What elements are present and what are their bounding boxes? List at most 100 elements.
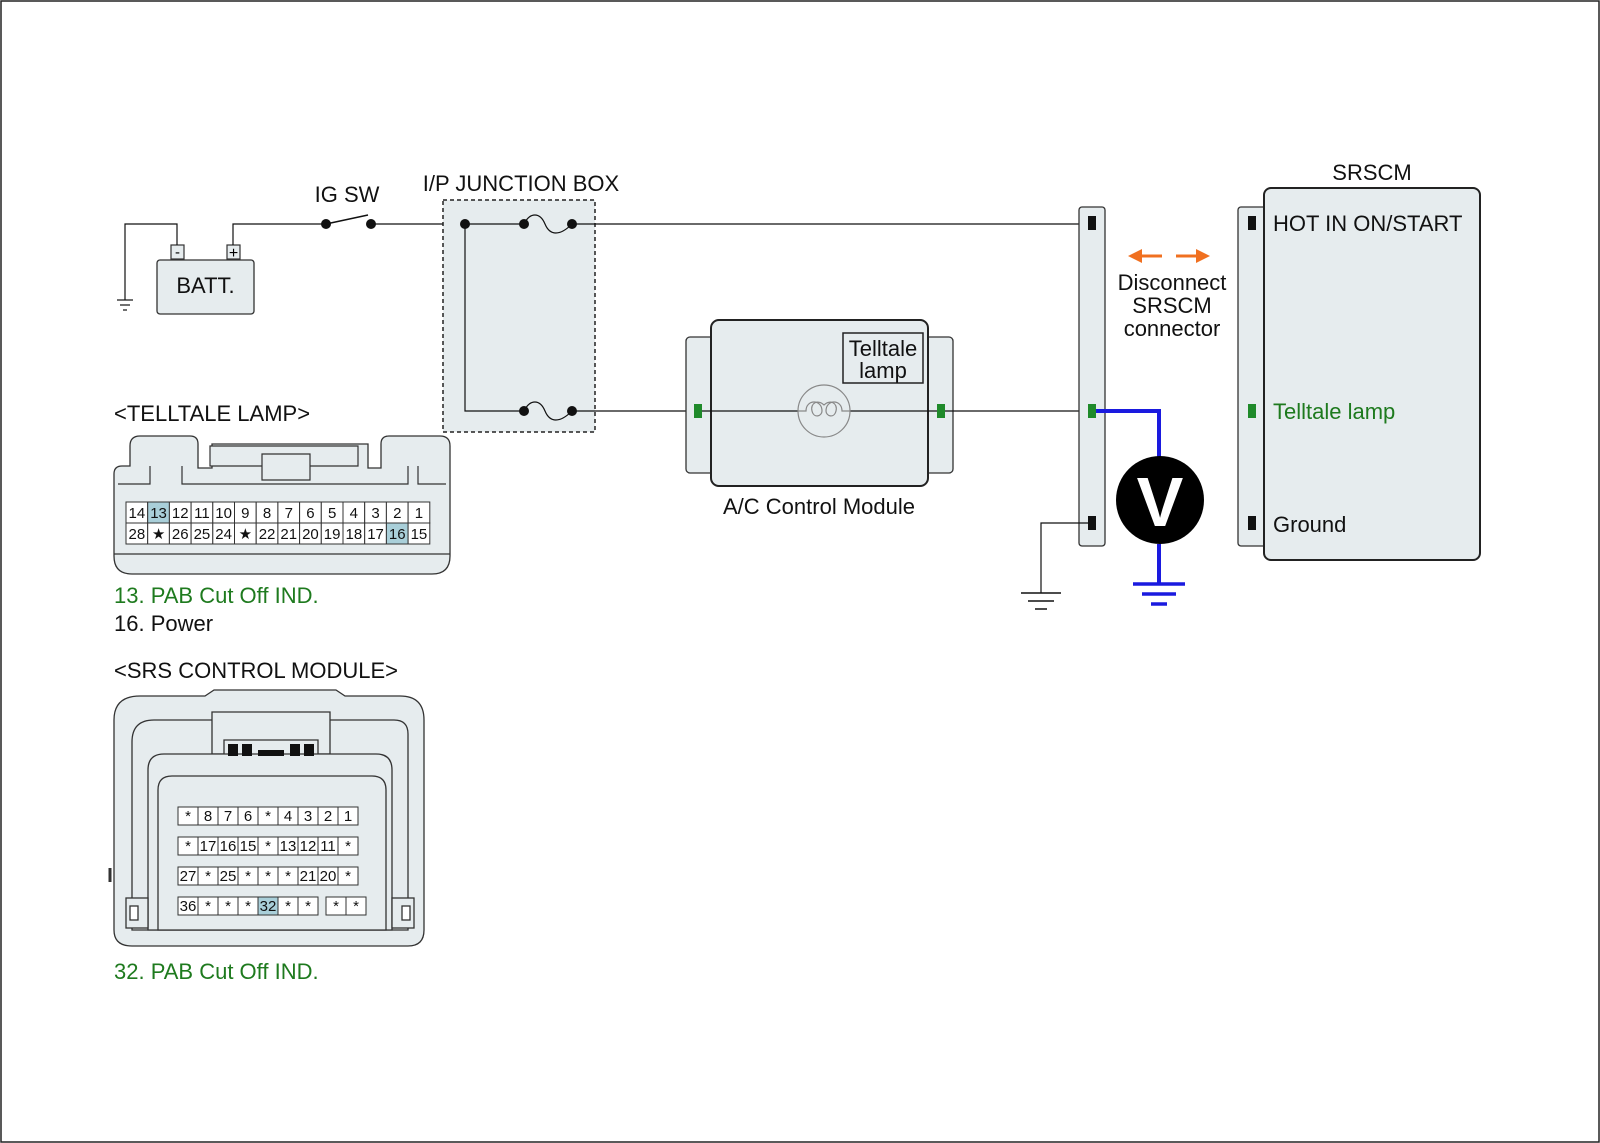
srs-pin-cell bbox=[337, 806, 359, 826]
srs-pin-cell bbox=[297, 896, 319, 916]
battery-ground-symbol bbox=[117, 299, 133, 311]
srs-pin-cell bbox=[345, 896, 367, 916]
srs-pin-label: * bbox=[265, 838, 271, 855]
srs-note-32: 32. PAB Cut Off IND. bbox=[114, 959, 319, 984]
telltale-pin-label: 16 bbox=[389, 526, 406, 543]
srs-pin-label: * bbox=[285, 868, 291, 885]
harness-pin-telltale bbox=[1088, 404, 1096, 418]
telltale-pin-label: 28 bbox=[129, 526, 146, 543]
battery-minus-label: - bbox=[175, 244, 180, 261]
telltale-pin-label: 14 bbox=[129, 505, 146, 522]
srs-pin-label: 4 bbox=[284, 808, 292, 825]
telltale-lamp-box-line1: Telltale bbox=[849, 336, 917, 361]
telltale-pin-label: 3 bbox=[371, 505, 379, 522]
srs-pin-label: 7 bbox=[224, 808, 232, 825]
srs-pin-label: 21 bbox=[300, 868, 317, 885]
srscm-pin-telltale-label: Telltale lamp bbox=[1273, 399, 1395, 424]
disconnect-arrow-icon bbox=[1128, 249, 1210, 263]
telltale-pin-cell bbox=[407, 522, 431, 545]
telltale-pin-label: 20 bbox=[302, 526, 319, 543]
srs-pin-label: * bbox=[185, 838, 191, 855]
voltmeter-label: V bbox=[1137, 463, 1184, 541]
telltale-pin-label: 18 bbox=[346, 526, 363, 543]
telltale-pin-label: 24 bbox=[215, 526, 232, 543]
harness-ground-symbol bbox=[1021, 592, 1061, 610]
telltale-pin-label: 11 bbox=[194, 505, 210, 522]
battery-plus-label: + bbox=[229, 245, 238, 262]
harness-pin-ground bbox=[1088, 516, 1096, 530]
srscm-module bbox=[1263, 187, 1481, 561]
srs-pin-label: 13 bbox=[280, 838, 297, 855]
junction-box-internal-wiring bbox=[464, 214, 573, 421]
telltale-pin-label: ★ bbox=[239, 526, 252, 543]
srs-connector-latch bbox=[228, 744, 314, 756]
telltale-note-16: 16. Power bbox=[114, 611, 213, 636]
srscm-pin-ground bbox=[1248, 516, 1256, 530]
voltmeter-probe-wire bbox=[1096, 409, 1161, 457]
srs-connector-title: <SRS CONTROL MODULE> bbox=[114, 658, 398, 683]
srs-pin-label: 6 bbox=[244, 808, 252, 825]
srs-pin-label: 27 bbox=[180, 868, 197, 885]
telltale-pin-label: 10 bbox=[215, 505, 232, 522]
battery-label: BATT. bbox=[176, 273, 234, 298]
srs-pin-label: 2 bbox=[324, 808, 332, 825]
telltale-pin-label: 8 bbox=[263, 505, 271, 522]
disconnect-note-line3: connector bbox=[1124, 316, 1221, 341]
telltale-pin-label: 7 bbox=[285, 505, 293, 522]
ac-module-label: A/C Control Module bbox=[723, 494, 915, 519]
srs-pin-label: * bbox=[245, 898, 251, 915]
telltale-pin-label: 15 bbox=[411, 526, 428, 543]
disconnect-note-line1: Disconnect bbox=[1118, 270, 1227, 295]
telltale-pin-label: 25 bbox=[194, 526, 211, 543]
srs-pin-label: * bbox=[205, 898, 211, 915]
srscm-pin-hot-label: HOT IN ON/START bbox=[1273, 211, 1462, 236]
srs-pin-label: * bbox=[345, 868, 351, 885]
srs-pin-label: 36 bbox=[180, 898, 197, 915]
harness-pin-hot bbox=[1088, 216, 1096, 230]
voltmeter-ground-symbol bbox=[1133, 582, 1185, 606]
ig-sw-label: IG SW bbox=[315, 182, 380, 207]
srs-pin-label: * bbox=[333, 898, 339, 915]
telltale-pin-label: 2 bbox=[393, 505, 401, 522]
srs-pin-label: * bbox=[205, 868, 211, 885]
srs-pin-label: * bbox=[345, 838, 351, 855]
battery-ground-wire bbox=[124, 223, 178, 300]
srs-pin-label: 16 bbox=[220, 838, 237, 855]
telltale-pin-label: ★ bbox=[152, 526, 165, 543]
srs-pin-label: 11 bbox=[320, 838, 336, 855]
srscm-pin-hot bbox=[1248, 216, 1256, 230]
telltale-connector-title: <TELLTALE LAMP> bbox=[114, 401, 310, 426]
srs-pin-cell bbox=[337, 866, 359, 886]
telltale-pin-label: 21 bbox=[280, 526, 297, 543]
telltale-pin-label: 19 bbox=[324, 526, 341, 543]
srs-pin-label: 17 bbox=[200, 838, 217, 855]
junction-box bbox=[442, 199, 596, 433]
battery: - + BATT. bbox=[156, 244, 255, 315]
ac-control-module: Telltale lamp bbox=[685, 319, 1093, 487]
telltale-pin-label: 22 bbox=[259, 526, 276, 543]
voltmeter bbox=[1116, 456, 1204, 544]
srs-pin-label: 12 bbox=[300, 838, 317, 855]
telltale-lamp-box-line2: lamp bbox=[859, 358, 907, 383]
srscm-label: SRSCM bbox=[1332, 160, 1411, 185]
telltale-pin-label: 5 bbox=[328, 505, 336, 522]
harness-connector bbox=[1078, 206, 1106, 547]
harness-ground-wire bbox=[1040, 522, 1088, 593]
srs-pin-label: 3 bbox=[304, 808, 312, 825]
telltale-note-13: 13. PAB Cut Off IND. bbox=[114, 583, 319, 608]
srs-pin-label: 1 bbox=[344, 808, 352, 825]
battery-plus-wire bbox=[232, 223, 325, 245]
telltale-pin-label: 4 bbox=[350, 505, 358, 522]
telltale-pin-label: 1 bbox=[415, 505, 423, 522]
telltale-pin-label: 26 bbox=[172, 526, 189, 543]
ig-switch bbox=[321, 214, 376, 229]
junction-box-label: I/P JUNCTION BOX bbox=[423, 171, 620, 196]
telltale-pin-label: 13 bbox=[150, 505, 167, 522]
srs-pin-label: * bbox=[305, 898, 311, 915]
srs-pin-label: 8 bbox=[204, 808, 212, 825]
srs-pin-label: * bbox=[225, 898, 231, 915]
